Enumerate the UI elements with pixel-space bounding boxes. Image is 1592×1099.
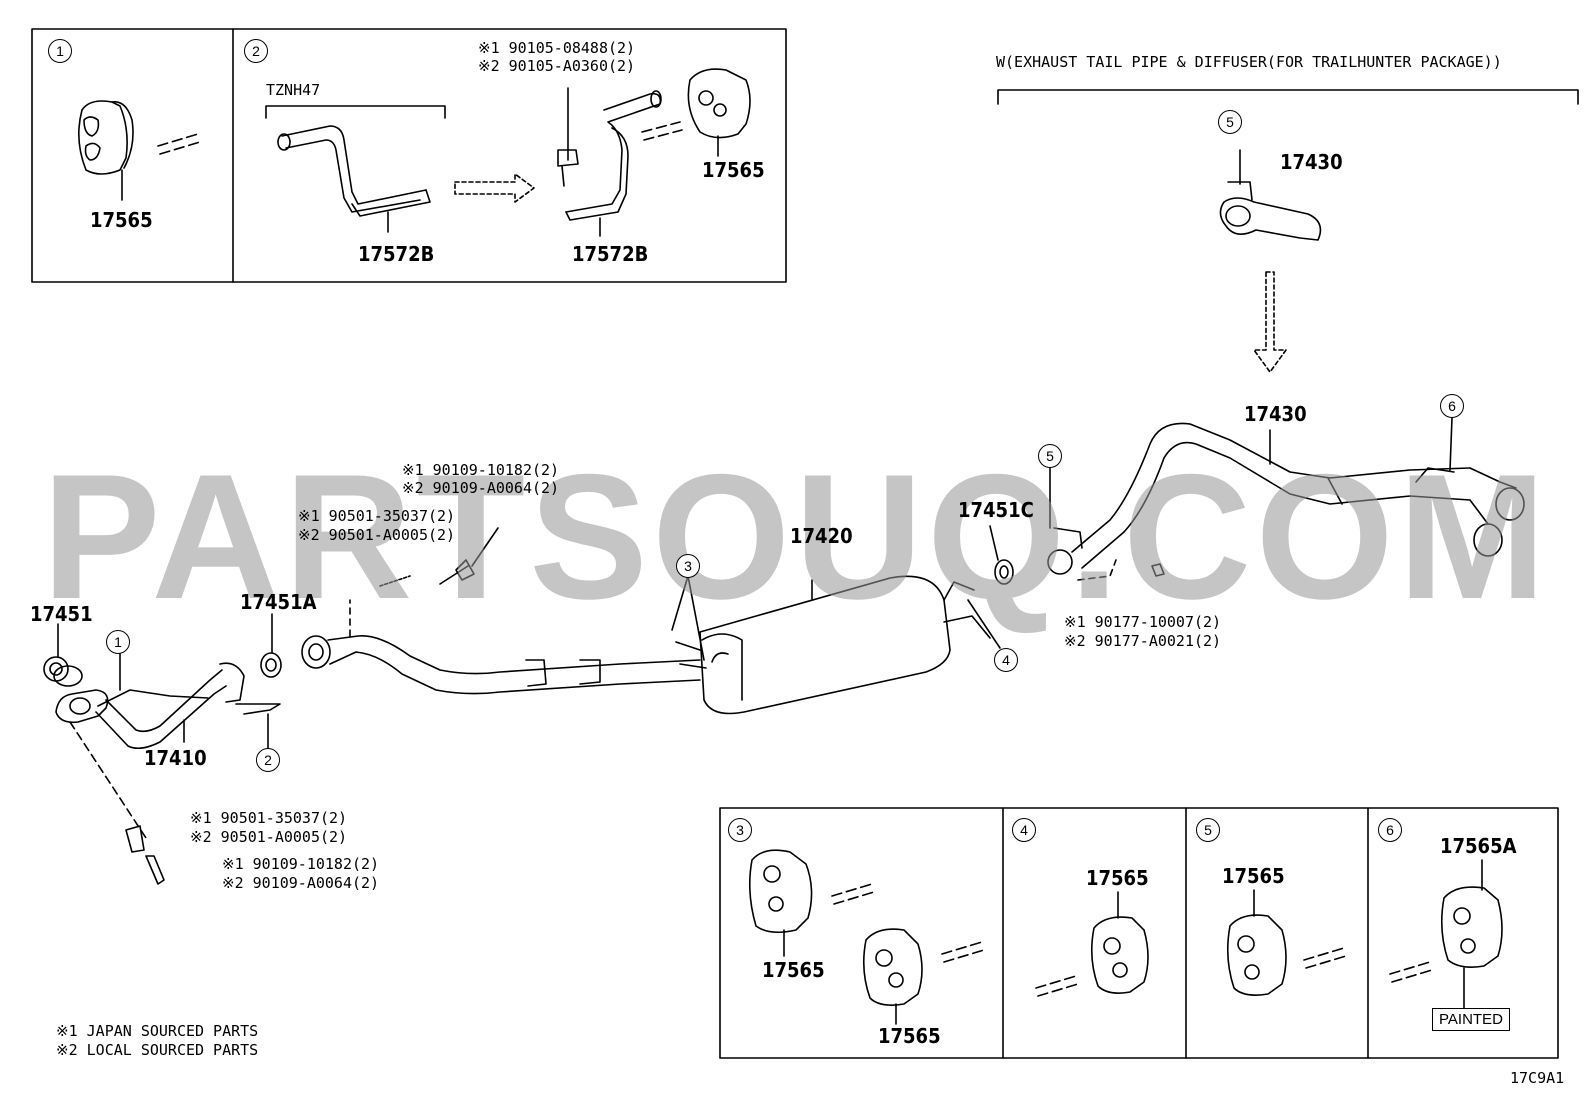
panel1-part-label[interactable]: 17565: [90, 208, 153, 232]
gasket-17451A: [260, 652, 282, 678]
trailhunter-number: 5: [1218, 110, 1242, 134]
legend-local: ※2 LOCAL SOURCED PARTS: [56, 1041, 259, 1059]
panel5-insulator: [1226, 889, 1347, 996]
panel2-insulator-label[interactable]: 17565: [702, 158, 765, 182]
panel5-part[interactable]: 17565: [1222, 864, 1285, 888]
trailhunter-title: W(EXHAUST TAIL PIPE & DIFFUSER(FOR TRAIL…: [996, 53, 1502, 71]
callout-4: 4: [994, 648, 1018, 672]
front-pipe: [53, 647, 281, 885]
callout-1: 1: [106, 630, 130, 654]
bolt-bottom-2[interactable]: ※2 90109-A0064(2): [222, 874, 380, 892]
trailhunter-section: [997, 89, 1579, 373]
gasket-17451: [43, 656, 69, 682]
callout-3: 3: [676, 554, 700, 578]
diagram-code: 17C9A1: [1510, 1069, 1565, 1087]
part-17451A[interactable]: 17451A: [240, 590, 317, 614]
tail-pipe: [1071, 417, 1525, 569]
panel6-insulator: [1389, 859, 1503, 1009]
lower-panels-frame: [719, 807, 1559, 1059]
spring-top-2[interactable]: ※2 90501-A0005(2): [298, 526, 456, 544]
panel-1-2-frame: [31, 28, 787, 283]
panel2-number: 2: [244, 39, 268, 63]
center-pipe: [301, 527, 701, 695]
spring-bottom-2[interactable]: ※2 90501-A0005(2): [190, 828, 348, 846]
callout-2: 2: [256, 748, 280, 772]
panel2-bolt-2[interactable]: ※2 90105-A0360(2): [478, 57, 636, 75]
trailhunter-part[interactable]: 17430: [1280, 150, 1343, 174]
painted-note: PAINTED: [1432, 1008, 1510, 1031]
panel2-model: TZNH47: [266, 81, 321, 99]
gasket-17451C: [994, 559, 1014, 585]
muffler: [675, 575, 991, 715]
panel3-part-a[interactable]: 17565: [762, 958, 825, 982]
spring-bottom-1[interactable]: ※1 90501-35037(2): [190, 809, 348, 827]
panel2-bracket-right: [557, 68, 751, 237]
panel3-insulators: [748, 849, 985, 1025]
part-17451C[interactable]: 17451C: [958, 498, 1034, 522]
panel5-number: 5: [1196, 818, 1220, 842]
nut-2[interactable]: ※2 90177-A0021(2): [1064, 632, 1222, 650]
part-17410[interactable]: 17410: [144, 746, 207, 770]
panel2-part-right[interactable]: 17572B: [572, 242, 649, 266]
panel4-number: 4: [1012, 818, 1036, 842]
nut-1[interactable]: ※1 90177-10007(2): [1064, 613, 1222, 631]
panel4-insulator: [1035, 891, 1149, 997]
panel2-bracket-left: [265, 105, 535, 233]
bolt-top-1[interactable]: ※1 90109-10182(2): [402, 461, 560, 479]
spring-top-1[interactable]: ※1 90501-35037(2): [298, 507, 456, 525]
legend-japan: ※1 JAPAN SOURCED PARTS: [56, 1022, 259, 1040]
panel2-bolt-1[interactable]: ※1 90105-08488(2): [478, 39, 636, 57]
panel1-insulator: [78, 100, 201, 201]
bolt-bottom-1[interactable]: ※1 90109-10182(2): [222, 855, 380, 873]
part-17451[interactable]: 17451: [30, 602, 93, 626]
panel1-number: 1: [48, 39, 72, 63]
panel3-number: 3: [728, 818, 752, 842]
panel6-number: 6: [1378, 818, 1402, 842]
part-17420[interactable]: 17420: [790, 524, 853, 548]
panel2-part-left[interactable]: 17572B: [358, 242, 435, 266]
callout-5: 5: [1038, 444, 1062, 468]
callout-6: 6: [1440, 394, 1464, 418]
panel3-part-b[interactable]: 17565: [878, 1024, 941, 1048]
bolt-top-2[interactable]: ※2 90109-A0064(2): [402, 479, 560, 497]
panel4-part[interactable]: 17565: [1086, 866, 1149, 890]
part-17430[interactable]: 17430: [1244, 402, 1307, 426]
panel6-part[interactable]: 17565A: [1440, 834, 1517, 858]
